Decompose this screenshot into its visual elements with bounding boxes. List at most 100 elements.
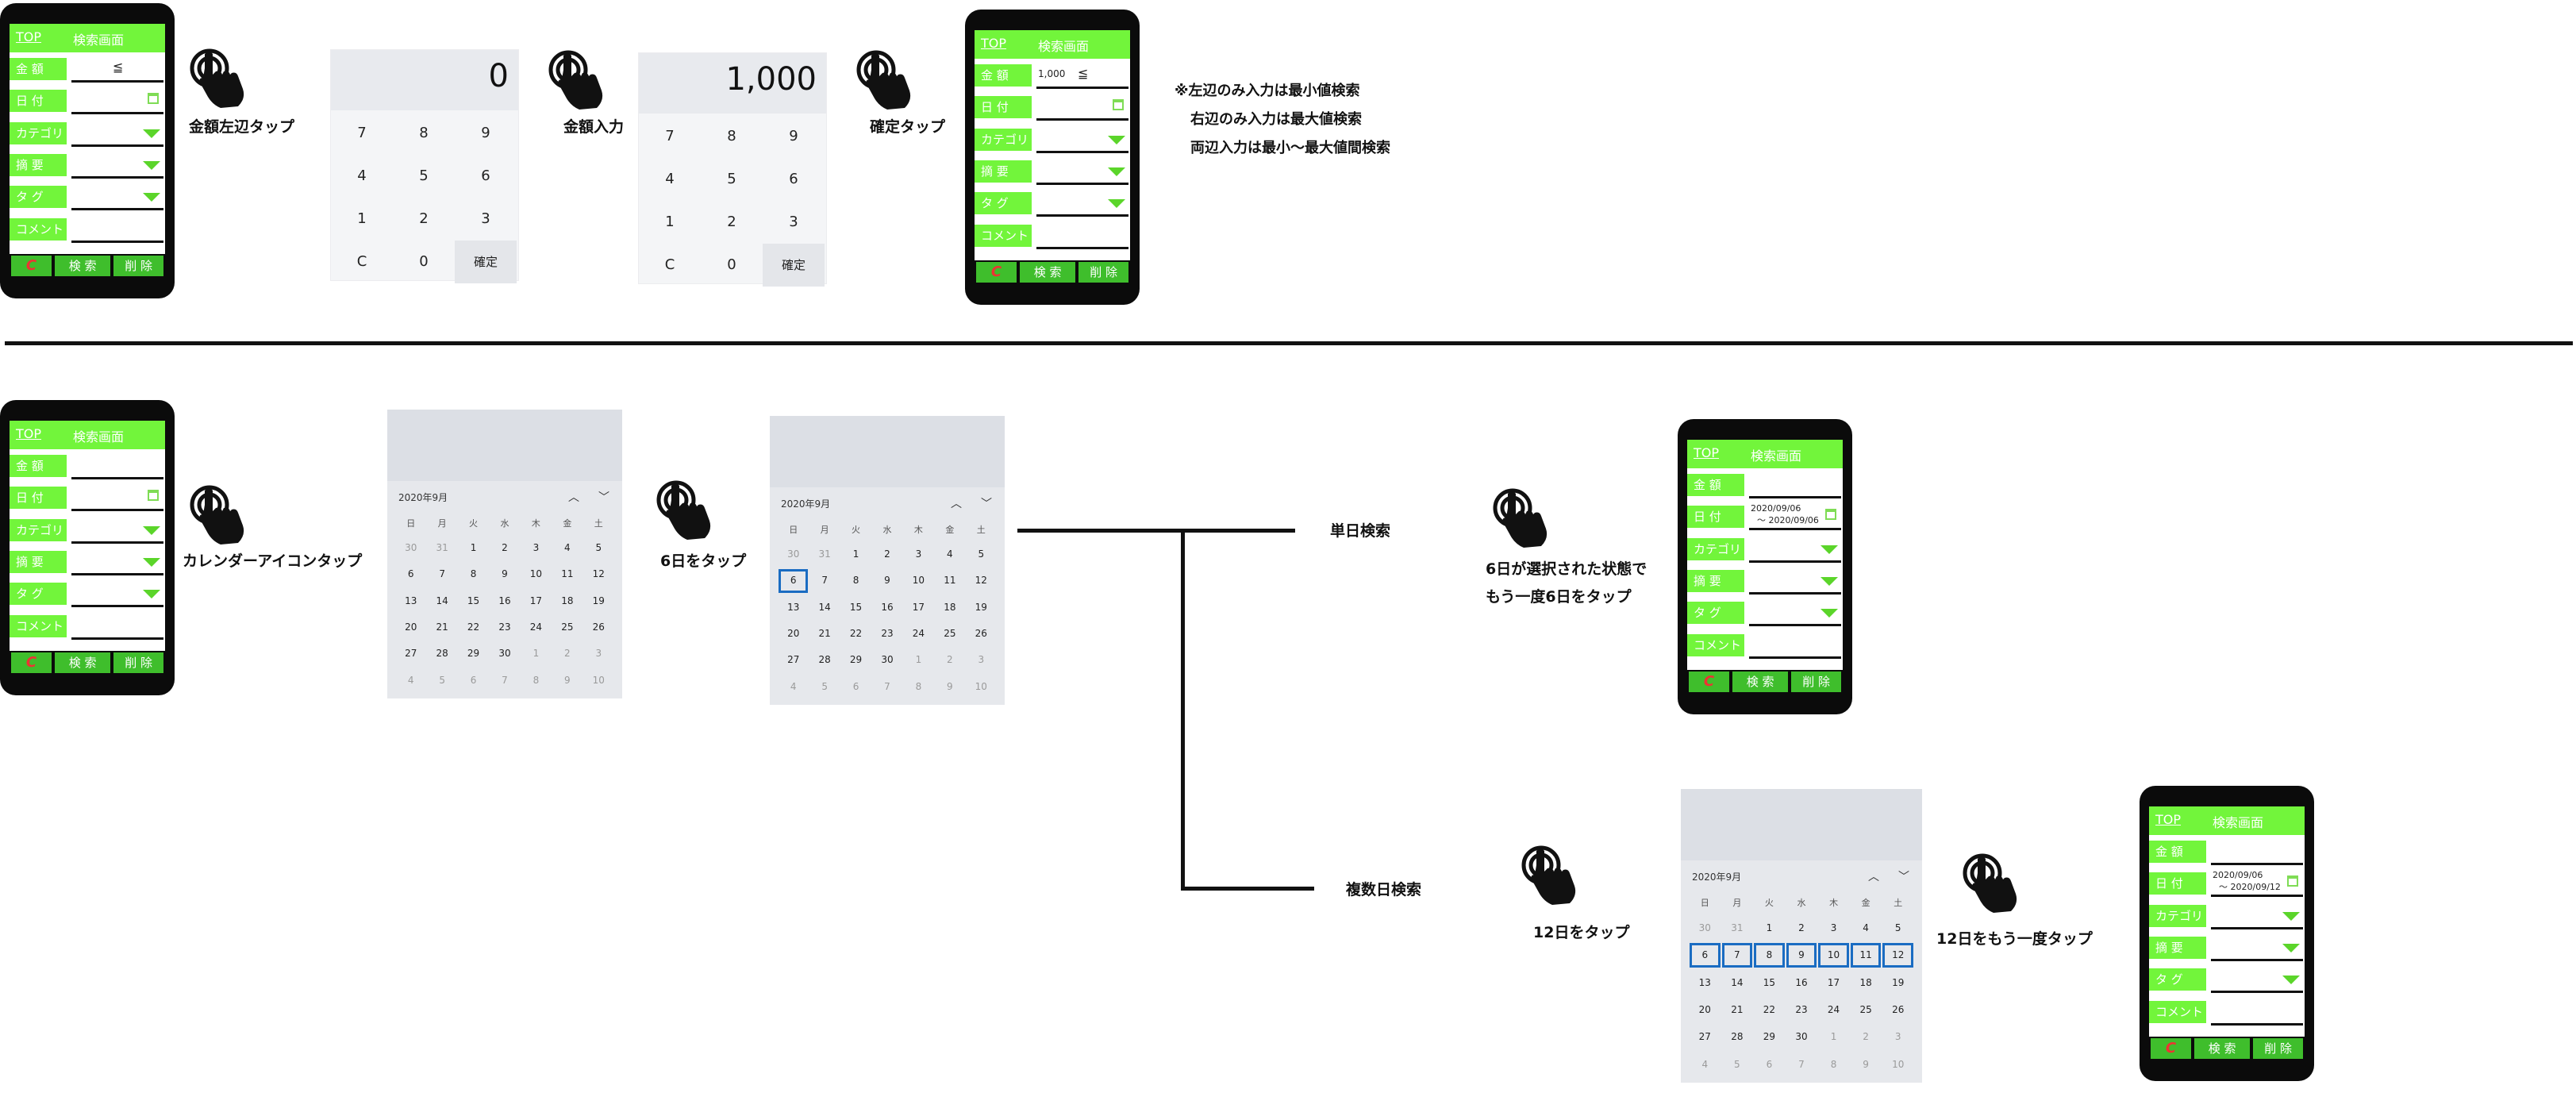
clear-button[interactable]: C [11, 652, 52, 673]
date-field[interactable] [1036, 118, 1128, 121]
calendar-day[interactable]: 29 [467, 648, 480, 660]
keypad-key[interactable]: 9 [481, 125, 490, 141]
calendar-day[interactable]: 13 [787, 601, 800, 613]
amount-row[interactable]: 金 額 [10, 452, 165, 479]
search-button[interactable]: 検 索 [54, 256, 111, 276]
keypad-key[interactable]: 3 [481, 210, 490, 227]
tag-field[interactable] [2211, 991, 2303, 994]
calendar-day[interactable]: 9 [1786, 943, 1817, 968]
calendar-day[interactable]: 11 [1850, 943, 1882, 968]
dropdown-arrow-icon[interactable] [1108, 199, 1125, 209]
calendar-day[interactable]: 29 [849, 654, 863, 666]
summary-row[interactable]: 摘 要 [1687, 568, 1843, 595]
category-row[interactable]: カテゴリ [1687, 536, 1843, 563]
clear-button[interactable]: C [1689, 672, 1729, 692]
calendar-day[interactable]: 5 [821, 680, 828, 692]
category-row[interactable]: カテゴリ [10, 517, 165, 544]
calendar-day[interactable]: 15 [849, 601, 863, 613]
calendar-day[interactable]: 17 [529, 595, 543, 606]
calendar-day[interactable]: 27 [787, 654, 800, 666]
date-field[interactable] [1749, 528, 1841, 531]
comment-field[interactable] [1749, 656, 1841, 659]
keypad-key[interactable]: 5 [727, 171, 736, 187]
calendar-day[interactable]: 7 [439, 568, 445, 580]
top-link[interactable]: TOP [2155, 812, 2182, 827]
keypad-key[interactable]: 1 [665, 214, 675, 230]
calendar-day[interactable]: 14 [1731, 976, 1744, 988]
calendar-day[interactable]: 25 [1859, 1004, 1872, 1015]
keypad-key[interactable]: 2 [419, 210, 429, 227]
calendar-day[interactable]: 4 [564, 542, 571, 553]
calendar-day[interactable]: 12 [1882, 943, 1913, 968]
keypad-key[interactable]: 7 [665, 128, 675, 144]
keypad-key[interactable]: 5 [419, 167, 429, 184]
comment-field[interactable] [1036, 246, 1128, 249]
confirm-key[interactable]: 確定 [763, 244, 825, 287]
calendar-day[interactable]: 22 [849, 628, 863, 639]
calendar-day[interactable]: 10 [1818, 943, 1849, 968]
amount-sign[interactable]: ≦ [1078, 66, 1089, 81]
calendar-day[interactable]: 4 [407, 674, 414, 686]
calendar-day[interactable]: 25 [944, 628, 956, 639]
dropdown-arrow-icon[interactable] [143, 525, 160, 535]
calendar-day[interactable]: 9 [502, 568, 508, 580]
calendar-day[interactable]: 23 [1795, 1004, 1808, 1015]
tag-field[interactable] [71, 605, 163, 608]
calendar-day[interactable]: 6 [407, 568, 414, 580]
calendar-day[interactable]: 13 [1698, 976, 1711, 988]
calendar-icon[interactable] [1825, 509, 1836, 521]
comment-field[interactable] [71, 637, 163, 640]
top-link[interactable]: TOP [16, 426, 42, 441]
tag-row[interactable]: タ グ [10, 580, 165, 608]
dropdown-arrow-icon[interactable] [2282, 943, 2300, 952]
summary-row[interactable]: 摘 要 [10, 152, 165, 179]
calendar-day[interactable]: 19 [592, 595, 605, 606]
calendar-day[interactable]: 27 [1698, 1031, 1711, 1043]
keypad-key[interactable]: 2 [727, 214, 736, 230]
date-row[interactable]: 日 付 [10, 87, 165, 115]
summary-field[interactable] [1036, 182, 1128, 185]
keypad-key[interactable]: C [664, 256, 675, 273]
calendar-day[interactable]: 2 [502, 542, 508, 553]
calendar-day[interactable]: 3 [595, 648, 602, 660]
keypad-key[interactable]: C [356, 253, 367, 270]
category-field[interactable] [1749, 560, 1841, 563]
date-to-value[interactable]: ～ 2020/09/12 [2219, 882, 2281, 893]
amount-row[interactable]: 金 額 ≦ [10, 56, 165, 83]
calendar-day[interactable]: 6 [1766, 1058, 1773, 1070]
dropdown-arrow-icon[interactable] [143, 160, 160, 170]
dropdown-arrow-icon[interactable] [1108, 135, 1125, 144]
calendar-day[interactable]: 2 [1863, 1031, 1869, 1043]
calendar-day[interactable]: 5 [978, 548, 985, 560]
date-to-value[interactable]: ～ 2020/09/06 [1757, 515, 1819, 526]
comment-row[interactable]: コメント [1687, 632, 1843, 659]
chevron-down-icon[interactable]: ﹀ [1898, 871, 1909, 883]
date-from-value[interactable]: 2020/09/06 [1751, 503, 1801, 514]
calendar-day[interactable]: 8 [533, 674, 540, 686]
dropdown-arrow-icon[interactable] [2282, 976, 2300, 985]
calendar-day[interactable]: 30 [498, 648, 511, 660]
delete-button[interactable]: 削 除 [113, 652, 163, 673]
calendar-day[interactable]: 22 [1763, 1004, 1776, 1015]
calendar-day[interactable]: 17 [912, 601, 925, 613]
tag-row[interactable]: タ グ [2149, 966, 2305, 994]
calendar-day[interactable]: 1 [533, 648, 540, 660]
calendar-day[interactable]: 22 [467, 621, 480, 633]
calendar-day[interactable]: 28 [818, 654, 831, 666]
calendar-day[interactable]: 18 [561, 595, 574, 606]
keypad-key[interactable]: 9 [789, 128, 798, 144]
calendar-day[interactable]: 12 [592, 568, 605, 580]
calendar-day[interactable]: 4 [947, 548, 953, 560]
chevron-up-icon[interactable]: ︿ [951, 498, 962, 510]
category-row[interactable]: カテゴリ [2149, 902, 2305, 929]
tag-field[interactable] [71, 208, 163, 211]
calendar-day[interactable]: 1 [470, 542, 477, 553]
category-row[interactable]: カテゴリ [10, 120, 165, 147]
keypad-key[interactable]: 3 [789, 214, 798, 230]
calendar-day[interactable]: 10 [592, 674, 605, 686]
date-row[interactable]: 日 付 [10, 484, 165, 512]
dropdown-arrow-icon[interactable] [2282, 911, 2300, 921]
calendar-day[interactable]: 6 [1690, 943, 1721, 968]
keypad-key[interactable]: 0 [419, 253, 429, 270]
calendar-day[interactable]: 4 [790, 680, 797, 692]
